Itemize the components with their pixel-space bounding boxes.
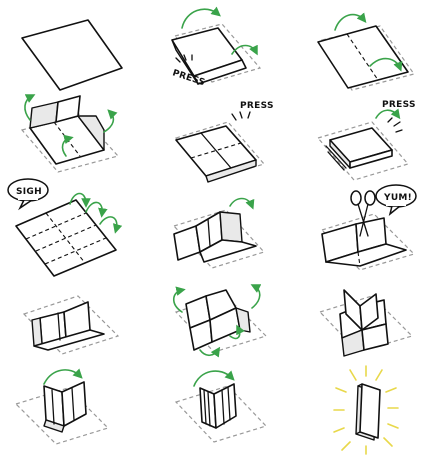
sigh-label: SIGH — [16, 187, 42, 197]
step-8-fold-in-half — [172, 197, 266, 269]
press-marks-icon — [387, 117, 403, 133]
step-1-blank-sheet — [21, 19, 123, 91]
fold-arrow-icon — [375, 108, 401, 120]
fold-arrow-icon — [229, 197, 255, 210]
press-label: PRESS — [382, 100, 416, 110]
step-11-push-ends — [172, 284, 268, 358]
fold-arrow-icon — [24, 94, 36, 121]
zine-booklet-icon — [355, 383, 381, 441]
press-marks-icon — [175, 54, 193, 63]
fold-arrow-icon — [172, 286, 186, 313]
yum-speech-bubble: YUM! — [375, 184, 417, 216]
step-9-cut-center: YUM! — [320, 184, 417, 271]
step-2-fold-lengthwise: PRESS — [171, 6, 262, 88]
fold-arrow-icon — [103, 109, 118, 133]
fold-arrow-icon — [193, 370, 235, 387]
step-3-fold-widthwise — [317, 12, 415, 91]
step-10-open-cut — [22, 295, 120, 355]
step-5-press-flat: PRESS — [174, 101, 274, 183]
fold-arrow-icon — [199, 346, 221, 358]
step-6-fold-press-again: PRESS — [316, 100, 416, 181]
fold-arrow-icon — [369, 57, 403, 72]
fold-arrow-icon — [69, 192, 91, 208]
step-7-creased-grid: SIGH — [7, 178, 123, 277]
scissors-icon — [350, 190, 376, 237]
fold-arrow-icon — [334, 12, 367, 31]
step-14-fold-pages — [174, 370, 268, 443]
glow-rays-icon — [333, 365, 399, 455]
step-13-wrap-cover — [14, 368, 110, 445]
fold-arrow-icon — [85, 201, 108, 218]
yum-label: YUM! — [383, 193, 412, 203]
fold-arrow-icon — [99, 216, 123, 234]
step-4-fold-edges — [20, 94, 120, 173]
fold-arrow-icon — [229, 324, 245, 340]
press-label: PRESS — [240, 101, 274, 111]
fold-arrow-icon — [181, 6, 221, 29]
press-marks-icon — [231, 111, 251, 121]
step-15-finished-zine — [333, 365, 399, 455]
step-12-form-pages — [318, 289, 414, 357]
fold-arrow-icon — [250, 284, 262, 309]
fold-arrow-icon — [43, 368, 83, 385]
sigh-speech-bubble: SIGH — [7, 178, 49, 211]
fold-arrow-icon — [231, 44, 258, 56]
fold-arrow-icon — [61, 134, 74, 157]
